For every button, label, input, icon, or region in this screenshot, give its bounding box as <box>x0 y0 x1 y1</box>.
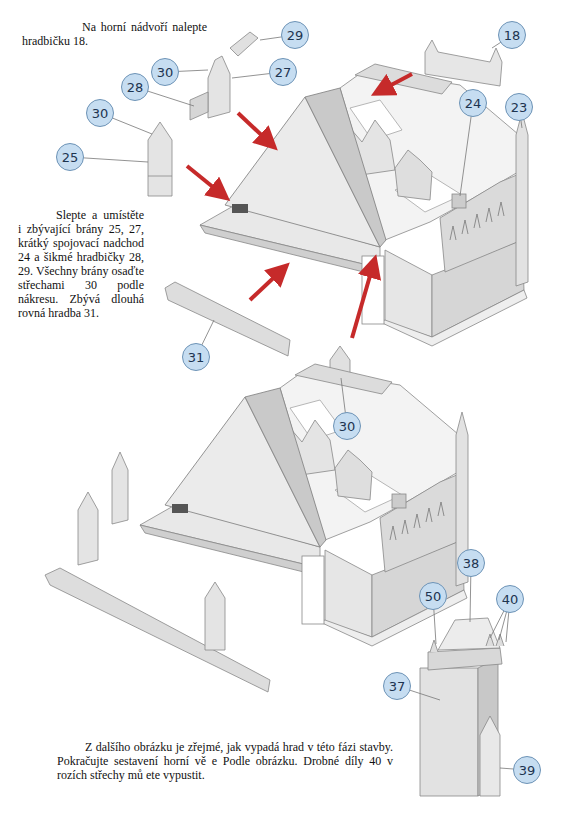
callout-number: 30 <box>339 420 356 433</box>
callout-number: 23 <box>511 101 528 114</box>
instruction-text: Slepte a umístěte i zbývající brány 25, … <box>18 208 144 320</box>
callout-circle: 38 <box>457 549 485 577</box>
callout-circle: 30 <box>333 412 361 440</box>
instruction-text: Na horní nádvoří nalepte hradbičku 18. <box>22 20 207 48</box>
callout-number: 38 <box>463 557 480 570</box>
callout-number: 30 <box>157 66 174 79</box>
callout-circle: 40 <box>496 585 524 613</box>
callout-circle: 27 <box>269 58 297 86</box>
callout-circle: 37 <box>383 672 411 700</box>
callout-number: 24 <box>465 97 482 110</box>
callout-number: 30 <box>92 107 109 120</box>
callout-circle: 50 <box>419 582 447 610</box>
callout-number: 27 <box>275 66 292 79</box>
callout-circle: 23 <box>505 93 533 121</box>
instruction-text: Z dalšího obrázku je zřejmé, jak vypadá … <box>57 740 393 782</box>
callout-number: 50 <box>425 590 442 603</box>
callout-circle: 31 <box>182 343 210 371</box>
callout-number: 40 <box>502 593 519 606</box>
callout-number: 25 <box>62 151 79 164</box>
callout-circle: 25 <box>56 143 84 171</box>
callout-circle: 28 <box>121 73 149 101</box>
callout-number: 37 <box>389 680 406 693</box>
callout-circle: 18 <box>498 21 526 49</box>
callout-circle: 39 <box>513 756 541 784</box>
callout-circle: 24 <box>459 89 487 117</box>
callout-number: 28 <box>127 81 144 94</box>
callout-circle: 29 <box>281 21 309 49</box>
callout-number: 39 <box>519 764 536 777</box>
callout-number: 31 <box>188 351 205 364</box>
callout-number: 29 <box>287 29 304 42</box>
callout-number: 18 <box>504 29 521 42</box>
callout-circle: 30 <box>86 99 114 127</box>
callout-circle: 30 <box>151 58 179 86</box>
